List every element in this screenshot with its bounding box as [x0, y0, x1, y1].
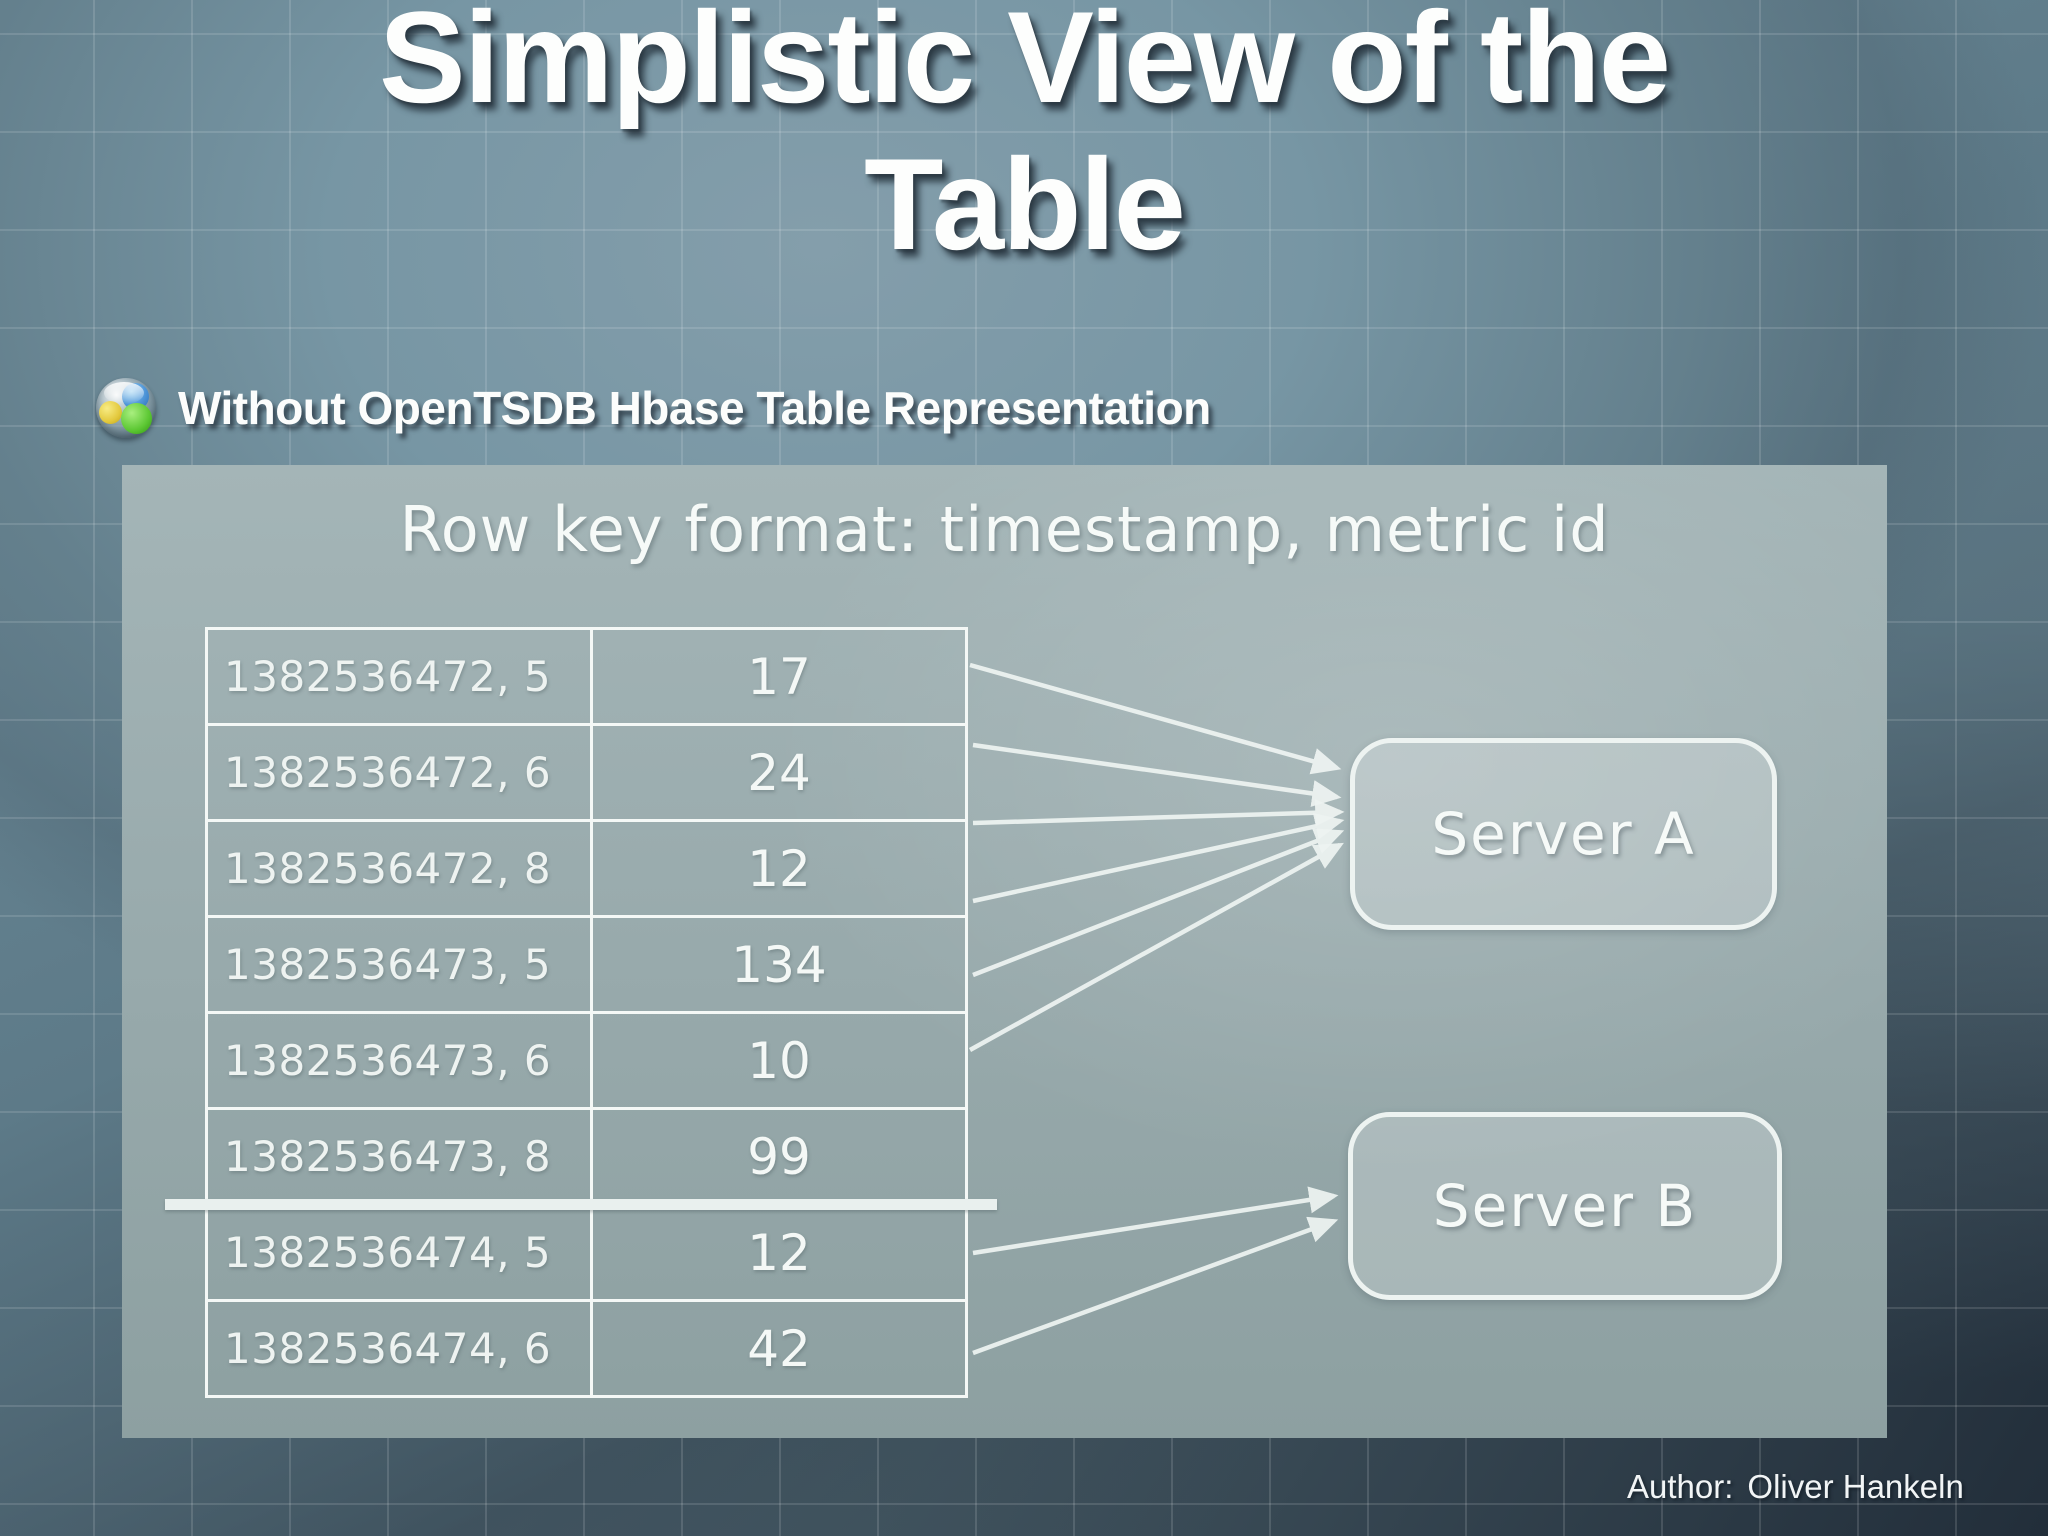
row-value-cell: 42 — [747, 1319, 811, 1378]
orb-yellow-circle — [99, 401, 122, 424]
table-row: 1382536472, 5 17 — [208, 630, 965, 723]
server-a-label: Server A — [1431, 800, 1696, 868]
table-row: 1382536473, 6 10 — [208, 1011, 965, 1107]
row-key-cell: 1382536472, 5 — [208, 630, 593, 723]
sphere-bullet-icon — [96, 378, 156, 438]
row-to-server-arrow — [972, 742, 1342, 807]
diagram-heading: Row key format: timestamp, metric id — [399, 493, 1610, 566]
table-row: 1382536472, 6 24 — [208, 723, 965, 819]
author-label: Author: — [1627, 1468, 1734, 1505]
row-to-server-arrow — [972, 1186, 1339, 1256]
row-value-cell: 24 — [747, 743, 811, 802]
author-name: Oliver Hankeln — [1747, 1468, 1964, 1505]
row-key-cell: 1382536474, 5 — [208, 1206, 593, 1299]
row-value-cell: 99 — [747, 1127, 811, 1186]
row-key-cell: 1382536473, 8 — [208, 1110, 593, 1203]
table-row: 1382536472, 8 12 — [208, 819, 965, 915]
row-key-cell: 1382536472, 8 — [208, 822, 593, 915]
table-row: 1382536473, 8 99 — [208, 1107, 965, 1203]
row-to-server-arrow — [972, 1216, 1339, 1356]
row-value-cell: 17 — [747, 647, 811, 706]
bullet-text: Without OpenTSDB Hbase Table Representat… — [178, 382, 1211, 434]
row-to-server-arrow — [972, 828, 1345, 978]
row-key-cell: 1382536472, 6 — [208, 726, 593, 819]
server-b-box: Server B — [1348, 1112, 1782, 1300]
server-a-box: Server A — [1350, 738, 1777, 930]
row-key-cell: 1382536474, 6 — [208, 1302, 593, 1395]
row-to-server-arrow — [972, 813, 1345, 904]
author-credit: Author: Oliver Hankeln — [1627, 1468, 1964, 1506]
row-value-cell: 10 — [747, 1031, 811, 1090]
table-row: 1382536473, 5 134 — [208, 915, 965, 1011]
table-row: 1382536474, 5 12 — [208, 1203, 965, 1299]
bullet-row: Without OpenTSDB Hbase Table Representat… — [96, 378, 1211, 438]
orb-green-circle — [121, 403, 152, 434]
page-title-line: Simplistic View of the — [378, 0, 1671, 130]
row-key-cell: 1382536473, 6 — [208, 1014, 593, 1107]
server-split-line — [165, 1199, 997, 1210]
row-value-cell: 12 — [747, 1223, 811, 1282]
row-to-server-arrow — [969, 662, 1342, 775]
page-title-line: Table — [864, 130, 1186, 277]
row-key-cell: 1382536473, 5 — [208, 918, 593, 1011]
row-to-server-arrow — [972, 799, 1345, 827]
diagram-panel: Row key format: timestamp, metric id 138… — [122, 465, 1887, 1438]
row-value-cell: 134 — [731, 935, 827, 994]
server-b-label: Server B — [1432, 1172, 1698, 1240]
table-row: 1382536474, 6 42 — [208, 1299, 965, 1395]
row-value-cell: 12 — [747, 839, 811, 898]
orb-gloss-highlight — [104, 382, 144, 404]
row-to-server-arrow — [968, 842, 1344, 1052]
